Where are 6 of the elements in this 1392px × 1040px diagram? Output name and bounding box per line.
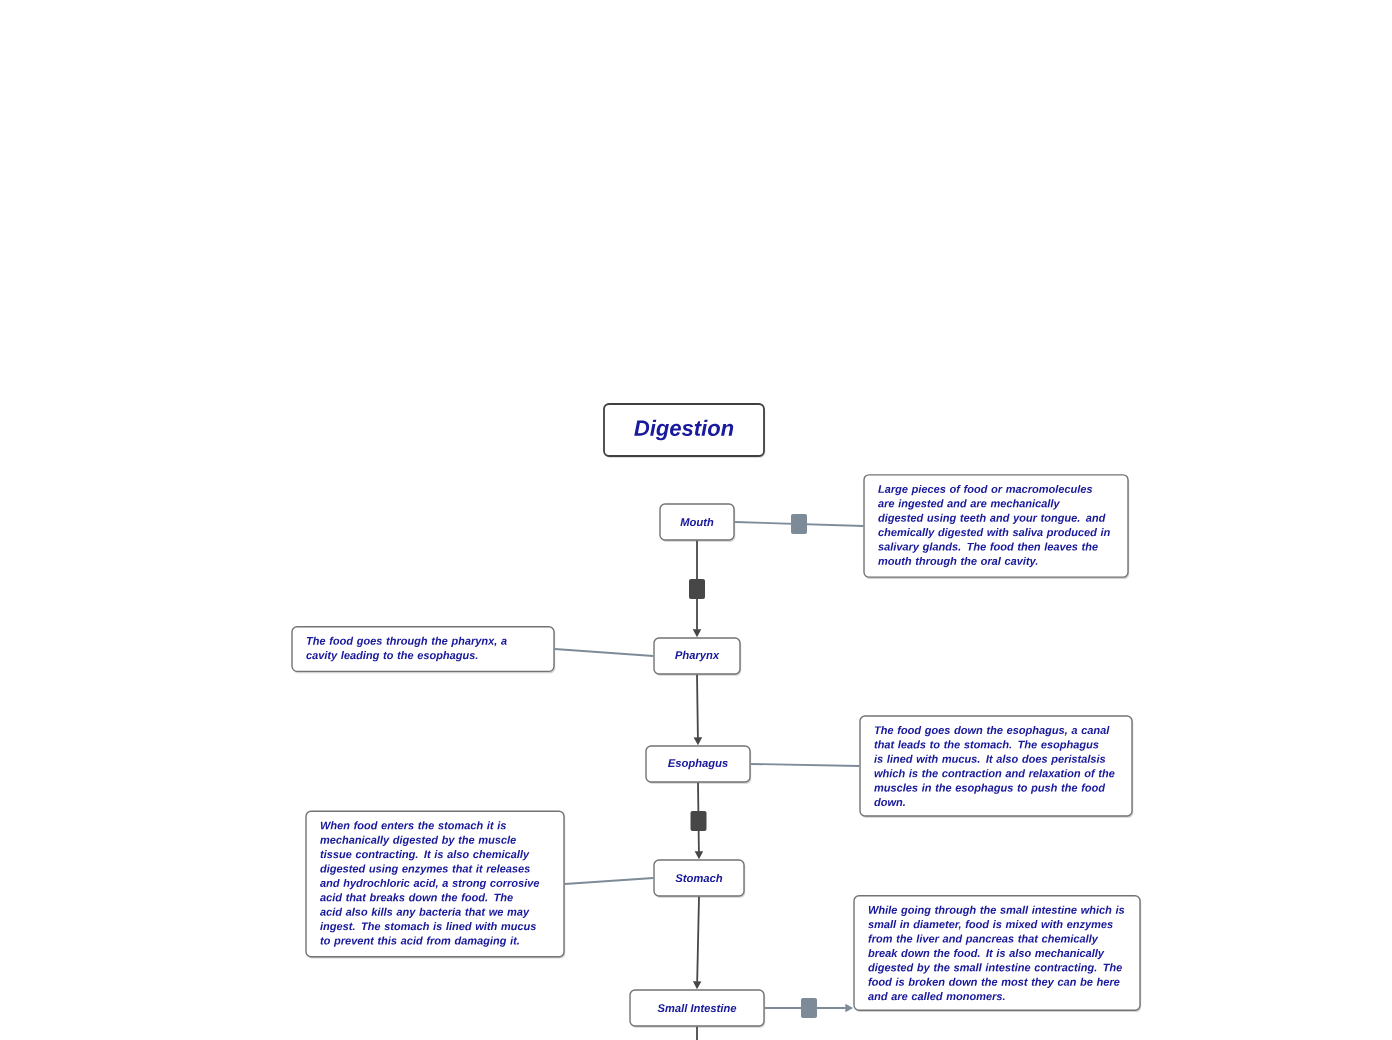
connector [749, 763, 861, 767]
connector [553, 648, 655, 657]
connector [563, 877, 655, 885]
title-box: Digestion [603, 403, 766, 458]
connector [696, 1025, 698, 1040]
connector [733, 514, 865, 534]
